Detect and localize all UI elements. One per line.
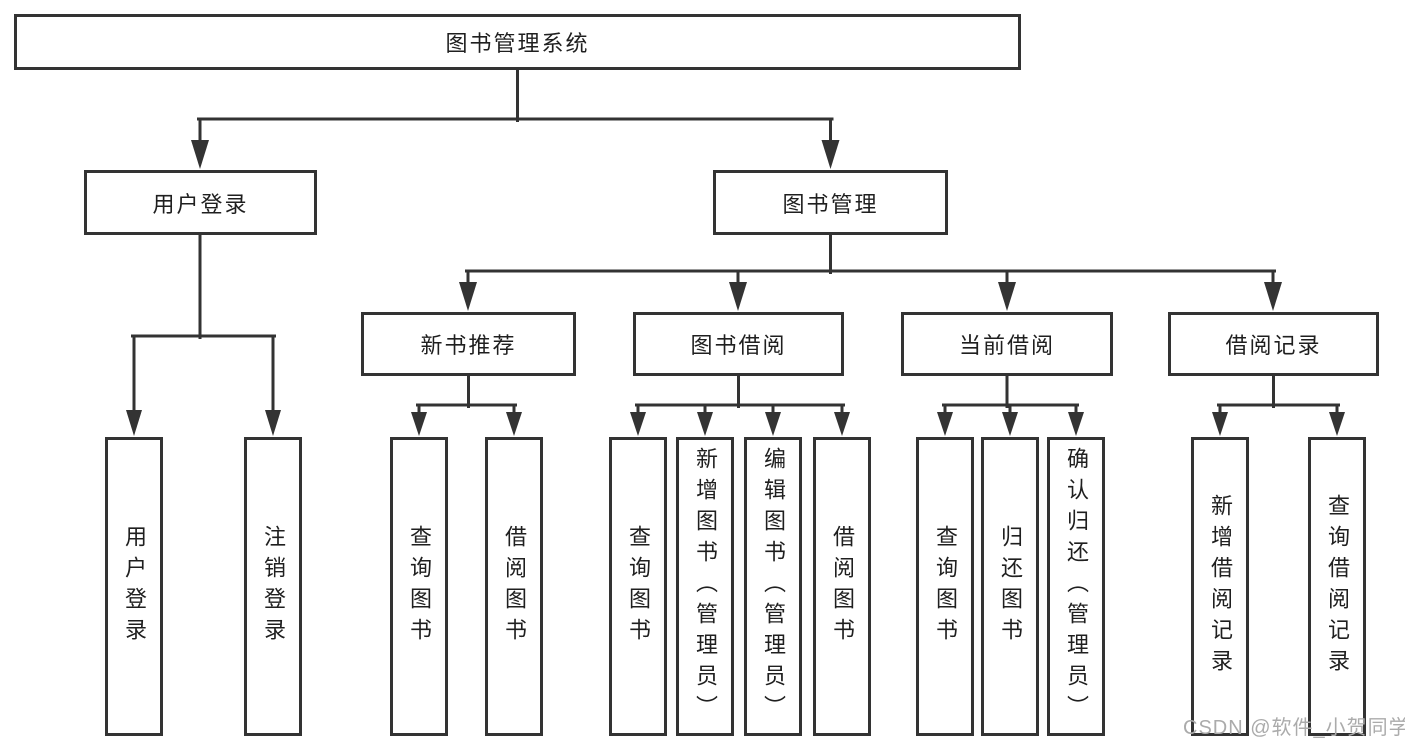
- node-label: 借阅图书: [502, 524, 527, 649]
- node-label: 用户登录: [152, 191, 249, 217]
- node-book-management: 图书管理: [713, 170, 948, 235]
- connector-recommend-branch: [411, 374, 522, 436]
- node-label: 当前借阅: [958, 333, 1055, 358]
- watermark-text: CSDN @软件_小贺同学: [1183, 717, 1405, 739]
- node-label: 借阅记录: [1225, 333, 1322, 358]
- node-label: 用户登录: [122, 524, 147, 649]
- node-leaf-return-books: 归还图书: [981, 437, 1039, 736]
- node-new-book-recommendation: 新书推荐: [361, 312, 576, 376]
- node-leaf-borrow-books-recommend: 借阅图书: [485, 437, 543, 736]
- node-label: 图书借阅: [690, 333, 787, 358]
- connector-current-branch: [937, 374, 1084, 436]
- node-leaf-edit-book-admin: 编辑图书（管理员）: [744, 437, 802, 736]
- connector-records-branch: [1212, 374, 1345, 436]
- node-label: 图书管理: [782, 191, 879, 217]
- node-leaf-query-borrow-record: 查询借阅记录: [1308, 437, 1366, 736]
- node-leaf-query-books-recommend: 查询图书: [390, 437, 448, 736]
- node-label: 查询图书: [407, 524, 432, 649]
- connector-borrowing-branch: [630, 374, 850, 436]
- node-label: 新书推荐: [420, 333, 517, 358]
- node-label: 查询图书: [933, 524, 958, 649]
- node-label: 借阅图书: [830, 524, 855, 649]
- node-current-borrowing: 当前借阅: [901, 312, 1113, 376]
- node-leaf-add-borrow-record: 新增借阅记录: [1191, 437, 1249, 736]
- node-label: 归还图书: [998, 524, 1023, 649]
- node-borrowing-records: 借阅记录: [1168, 312, 1379, 376]
- node-label: 确认归还（管理员）: [1064, 447, 1089, 726]
- node-leaf-query-books-borrow: 查询图书: [609, 437, 667, 736]
- node-leaf-confirm-return-admin: 确认归还（管理员）: [1047, 437, 1105, 736]
- node-book-borrowing: 图书借阅: [633, 312, 844, 376]
- node-label: 图书管理系统: [445, 31, 590, 56]
- node-label: 新增图书（管理员）: [693, 447, 718, 726]
- node-library-management-system: 图书管理系统: [14, 14, 1021, 70]
- node-label: 查询图书: [626, 524, 651, 649]
- connector-userlogin-branch: [126, 233, 281, 436]
- node-leaf-query-books-current: 查询图书: [916, 437, 974, 736]
- node-label: 注销登录: [261, 524, 286, 649]
- connector-root-to-level2: [191, 67, 840, 169]
- node-label: 编辑图书（管理员）: [761, 447, 786, 726]
- node-leaf-user-login: 用户登录: [105, 437, 163, 736]
- node-leaf-add-book-admin: 新增图书（管理员）: [676, 437, 734, 736]
- node-leaf-borrow-books: 借阅图书: [813, 437, 871, 736]
- node-label: 查询借阅记录: [1325, 493, 1350, 680]
- connector-bookmgmt-branch: [459, 233, 1282, 311]
- node-label: 新增借阅记录: [1208, 493, 1233, 680]
- node-leaf-logout: 注销登录: [244, 437, 302, 736]
- node-user-login: 用户登录: [84, 170, 317, 235]
